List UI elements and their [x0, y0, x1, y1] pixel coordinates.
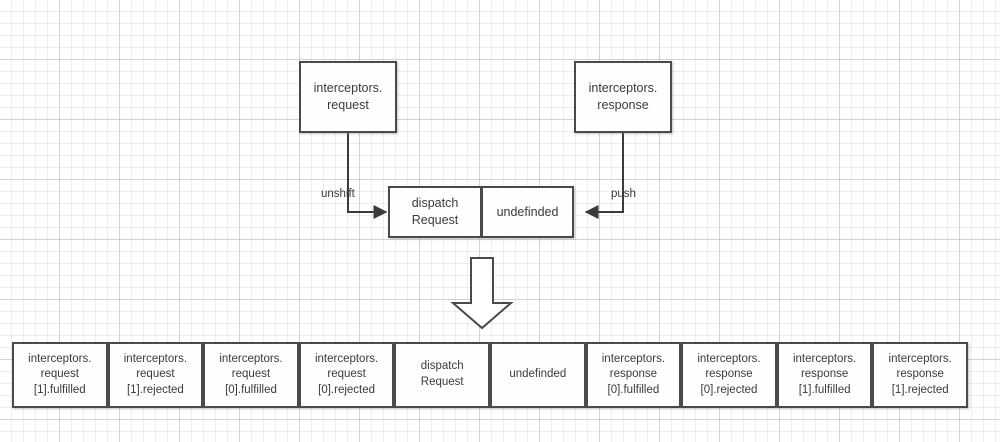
chain-cell: interceptors. request [1].fulfilled [12, 342, 108, 408]
node-undefinded: undefinded [481, 186, 574, 238]
chain-cell: interceptors. request [1].rejected [107, 342, 204, 408]
down-arrow-icon [450, 257, 514, 330]
chain-cell: interceptors. response [0].rejected [681, 342, 777, 408]
node-interceptors-response: interceptors. response [574, 61, 672, 133]
chain-cell: interceptors. request [0].rejected [298, 342, 395, 408]
connector-push [584, 133, 624, 219]
chain-cell: interceptors. request [0].fulfilled [203, 342, 299, 408]
connector-label-unshift: unshift [321, 188, 355, 200]
chain-cell: interceptors. response [1].fulfilled [776, 342, 873, 408]
chain-cell: interceptors. response [0].fulfilled [585, 342, 682, 408]
chain-cell: undefinded [490, 342, 586, 408]
node-interceptors-request: interceptors. request [299, 61, 397, 133]
chain-cell: interceptors. response [1].rejected [872, 342, 968, 408]
chain-cell: dispatch Request [394, 342, 490, 408]
connector-unshift [347, 133, 388, 219]
connector-label-push: push [611, 188, 636, 200]
node-dispatch-request: dispatch Request [388, 186, 482, 238]
